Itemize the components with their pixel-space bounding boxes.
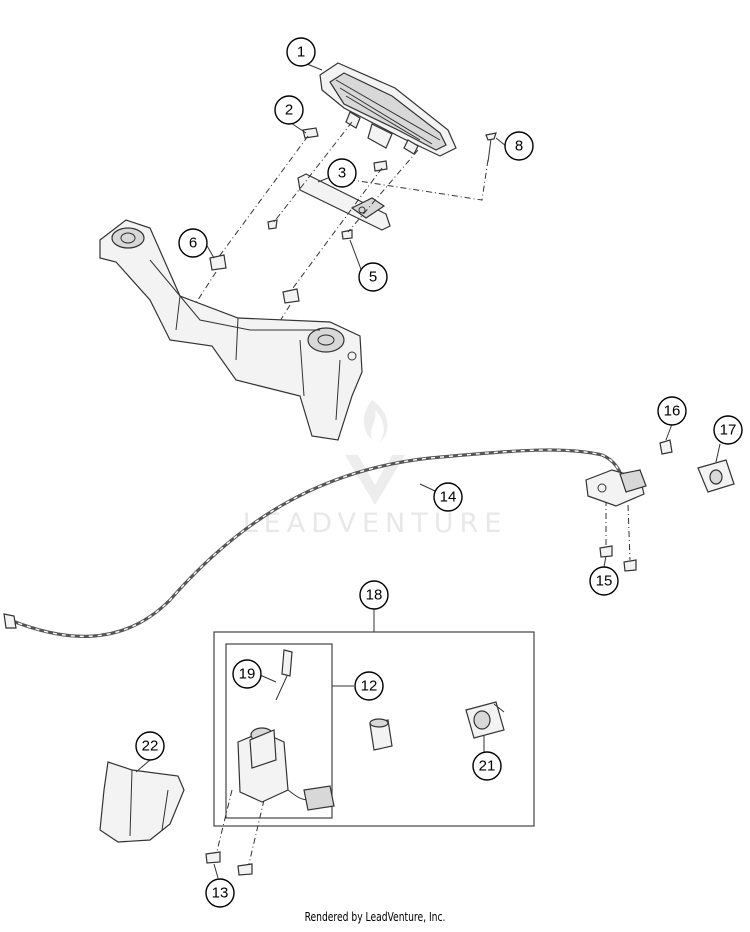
part-screw-13b[interactable] bbox=[237, 863, 253, 876]
callout-14: 14 bbox=[433, 482, 463, 512]
callout-3: 3 bbox=[327, 158, 357, 188]
callout-22: 22 bbox=[135, 731, 165, 761]
part-instrument-support-bracket[interactable] bbox=[99, 219, 363, 441]
callout-1: 1 bbox=[286, 37, 316, 67]
callout-19: 19 bbox=[232, 659, 262, 689]
callout-5: 5 bbox=[358, 262, 388, 292]
footer-credit: Rendered by LeadVenture, Inc. bbox=[304, 910, 446, 924]
callout-leaders bbox=[135, 61, 721, 879]
svg-text:14: 14 bbox=[440, 489, 457, 506]
part-grommet-6[interactable] bbox=[209, 254, 227, 271]
svg-text:19: 19 bbox=[239, 666, 256, 683]
part-grommet-upper[interactable] bbox=[373, 160, 388, 172]
callout-13: 13 bbox=[205, 878, 235, 908]
svg-text:18: 18 bbox=[366, 587, 383, 604]
part-cable[interactable] bbox=[3, 448, 624, 638]
callout-17: 17 bbox=[713, 415, 743, 445]
part-mounting-plate[interactable] bbox=[297, 173, 391, 231]
callout-2: 2 bbox=[274, 95, 304, 125]
callout-8: 8 bbox=[504, 131, 534, 161]
svg-text:8: 8 bbox=[515, 138, 523, 155]
callout-6: 6 bbox=[178, 228, 208, 258]
part-screw-13a[interactable] bbox=[205, 851, 221, 864]
svg-text:2: 2 bbox=[285, 102, 293, 119]
svg-text:22: 22 bbox=[142, 738, 159, 755]
part-screw-15b[interactable] bbox=[623, 559, 637, 572]
v-logo-icon bbox=[345, 455, 405, 505]
leadventure-watermark: LEADVENTURE bbox=[243, 400, 508, 539]
part-screw-2[interactable] bbox=[302, 127, 319, 139]
svg-text:1: 1 bbox=[297, 44, 305, 61]
part-12-group-box bbox=[225, 643, 354, 819]
callout-12: 12 bbox=[354, 671, 384, 701]
part-lock-cylinder[interactable] bbox=[369, 718, 393, 751]
svg-text:16: 16 bbox=[664, 403, 681, 420]
watermark-brand-text: LEADVENTURE bbox=[243, 508, 508, 539]
callout-21: 21 bbox=[472, 751, 502, 781]
part-lock-housing[interactable] bbox=[465, 701, 505, 739]
part-cover[interactable] bbox=[99, 761, 185, 843]
svg-text:5: 5 bbox=[369, 269, 377, 286]
part-ignition-lock[interactable] bbox=[237, 727, 335, 811]
part-holder[interactable] bbox=[697, 459, 735, 493]
part-screw-lower-left[interactable] bbox=[267, 219, 278, 230]
svg-text:13: 13 bbox=[212, 885, 229, 902]
callout-15: 15 bbox=[589, 566, 619, 596]
svg-text:21: 21 bbox=[479, 758, 496, 775]
part-screw-5[interactable] bbox=[341, 229, 353, 240]
svg-text:3: 3 bbox=[338, 165, 346, 182]
flame-logo-icon bbox=[363, 400, 388, 442]
part-clip[interactable] bbox=[659, 439, 673, 455]
part-screw-15a[interactable] bbox=[599, 545, 613, 558]
callout-16: 16 bbox=[657, 396, 687, 426]
part-grommet-lower[interactable] bbox=[282, 288, 300, 304]
svg-text:12: 12 bbox=[361, 678, 378, 695]
part-key[interactable] bbox=[275, 649, 293, 701]
part-instrument-cluster[interactable] bbox=[319, 62, 457, 157]
part-18-kit-box bbox=[213, 609, 535, 827]
part-screw-8[interactable] bbox=[485, 132, 497, 163]
svg-text:17: 17 bbox=[720, 422, 737, 439]
part-sensor-block[interactable] bbox=[585, 469, 647, 507]
svg-text:15: 15 bbox=[596, 573, 613, 590]
callout-18: 18 bbox=[359, 580, 389, 610]
svg-text:6: 6 bbox=[189, 235, 197, 252]
